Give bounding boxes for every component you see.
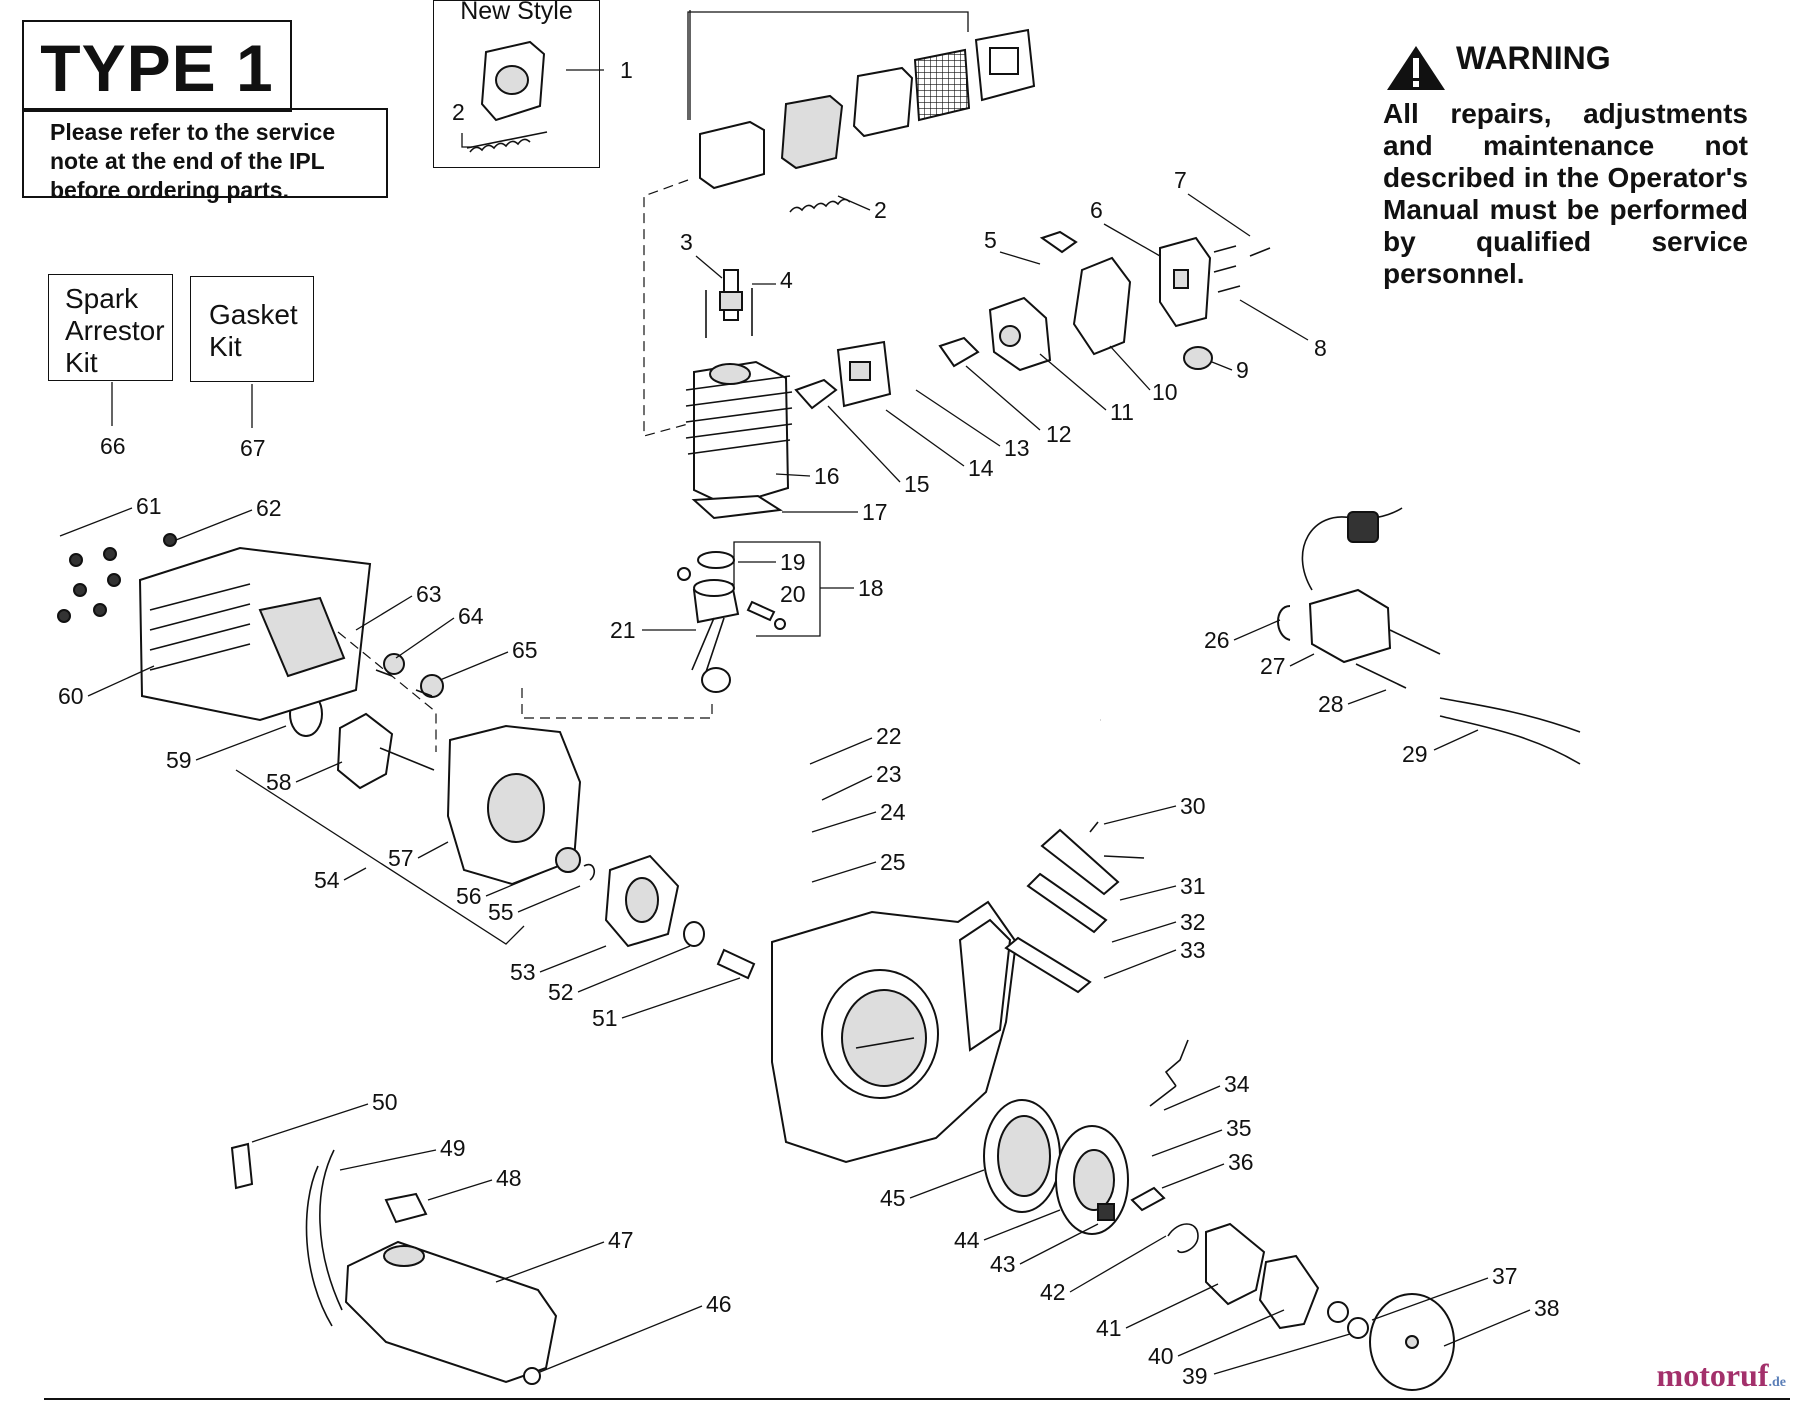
part-number-31: 31 — [1180, 873, 1206, 899]
part-number-55: 55 — [488, 899, 514, 925]
kit-number-67: 67 — [240, 435, 266, 461]
part-number-51: 51 — [592, 1005, 618, 1031]
part-number-23: 23 — [876, 761, 902, 787]
part-number-59: 59 — [166, 747, 192, 773]
air-filter-assembly — [461, 28, 1036, 213]
part-number-3: 3 — [680, 229, 693, 255]
part-number-8: 8 — [1314, 335, 1327, 361]
type-label: TYPE 1 — [40, 31, 274, 105]
part-callouts: 1 2 2 3 4 5 6 7 8 9 10 — [58, 57, 1560, 1389]
part-number-49: 49 — [440, 1135, 466, 1161]
ignition-module — [1277, 507, 1581, 765]
part-number-22: 22 — [876, 723, 902, 749]
part-number-53: 53 — [510, 959, 536, 985]
watermark: motoruf.de — [1657, 1357, 1786, 1394]
part-number-47: 47 — [608, 1227, 634, 1253]
type-label-box: TYPE 1 — [22, 20, 292, 112]
warning-triangle-icon — [1387, 46, 1445, 90]
part-number-60: 60 — [58, 683, 84, 709]
warning-heading: WARNING — [1456, 40, 1611, 76]
part-number-39: 39 — [1182, 1363, 1208, 1389]
part-number-34: 34 — [1224, 1071, 1250, 1097]
part-number-37: 37 — [1492, 1263, 1518, 1289]
spark-arrestor-kit-label: Spark Arrestor Kit — [65, 283, 165, 378]
part-number-61: 61 — [136, 493, 162, 519]
part-number-7: 7 — [1174, 167, 1187, 193]
part-number-43: 43 — [990, 1251, 1016, 1277]
watermark-tld: .de — [1768, 1375, 1787, 1390]
engine-shroud — [57, 533, 372, 722]
part-number-50: 50 — [372, 1089, 398, 1115]
part-number-48: 48 — [496, 1165, 522, 1191]
part-number-24: 24 — [880, 799, 906, 825]
service-note: Please refer to the service note at the … — [50, 119, 336, 203]
part-number-27: 27 — [1260, 653, 1286, 679]
part-number-10: 10 — [1152, 379, 1178, 405]
cylinder-assembly — [685, 230, 1271, 520]
gasket-kit-box: Gasket Kit — [190, 276, 314, 382]
part-number-11: 11 — [1110, 399, 1134, 425]
fuel-tank-assembly — [230, 1142, 558, 1385]
new-style-label: New Style — [460, 0, 573, 25]
part-number-28: 28 — [1318, 691, 1344, 717]
part-number-26: 26 — [1204, 627, 1230, 653]
part-number-17: 17 — [862, 499, 888, 525]
part-number-18: 18 — [858, 575, 884, 601]
part-number-12: 12 — [1046, 421, 1072, 447]
part-number-21: 21 — [610, 617, 636, 643]
new-style-inset: New Style — [433, 0, 600, 168]
part-number-64: 64 — [458, 603, 484, 629]
part-number-4: 4 — [780, 267, 793, 293]
part-number-5: 5 — [984, 227, 997, 253]
part-number-38: 38 — [1534, 1295, 1560, 1321]
warning-body: All repairs, adjustments and maintenance… — [1383, 98, 1748, 289]
part-number-62: 62 — [256, 495, 282, 521]
part-number-9: 9 — [1236, 357, 1249, 383]
part-number-33: 33 — [1180, 937, 1206, 963]
part-number-13: 13 — [1004, 435, 1030, 461]
part-number-42: 42 — [1040, 1279, 1066, 1305]
part-number-56: 56 — [456, 883, 482, 909]
part-number-25: 25 — [880, 849, 906, 875]
spark-arrestor-kit-box: Spark Arrestor Kit — [48, 274, 173, 381]
part-number-57: 57 — [388, 845, 414, 871]
part-number-46: 46 — [706, 1291, 732, 1317]
part-number-2b: 2 — [874, 197, 887, 223]
part-number-63: 63 — [416, 581, 442, 607]
part-number-15: 15 — [904, 471, 930, 497]
part-number-19: 19 — [780, 549, 806, 575]
part-number-45: 45 — [880, 1185, 906, 1211]
part-number-52: 52 — [548, 979, 574, 1005]
service-note-box: Please refer to the service note at the … — [22, 108, 388, 203]
footer-table-edge — [44, 1398, 1790, 1404]
part-number-65: 65 — [512, 637, 538, 663]
part-number-30: 30 — [1180, 793, 1206, 819]
part-number-32: 32 — [1180, 909, 1206, 935]
part-number-1: 1 — [620, 57, 633, 83]
part-number-36: 36 — [1228, 1149, 1254, 1175]
part-number-41: 41 — [1096, 1315, 1122, 1341]
part-number-16: 16 — [814, 463, 840, 489]
part-number-2: 2 — [452, 99, 465, 125]
part-number-58: 58 — [266, 769, 292, 795]
part-number-29: 29 — [1402, 741, 1428, 767]
engine-housing — [771, 821, 1145, 1164]
part-number-35: 35 — [1226, 1115, 1252, 1141]
part-number-14: 14 — [968, 455, 994, 481]
watermark-brand: motoruf — [1656, 1357, 1769, 1393]
part-number-20: 20 — [780, 581, 806, 607]
part-number-40: 40 — [1148, 1343, 1174, 1369]
kit-number-66: 66 — [100, 433, 126, 459]
flywheel-clutch-assembly — [983, 1039, 1455, 1391]
part-number-6: 6 — [1090, 197, 1103, 223]
part-number-44: 44 — [954, 1227, 980, 1253]
piston-assembly — [677, 551, 786, 693]
part-number-54: 54 — [314, 867, 340, 893]
gasket-kit-label: Gasket Kit — [209, 299, 298, 362]
